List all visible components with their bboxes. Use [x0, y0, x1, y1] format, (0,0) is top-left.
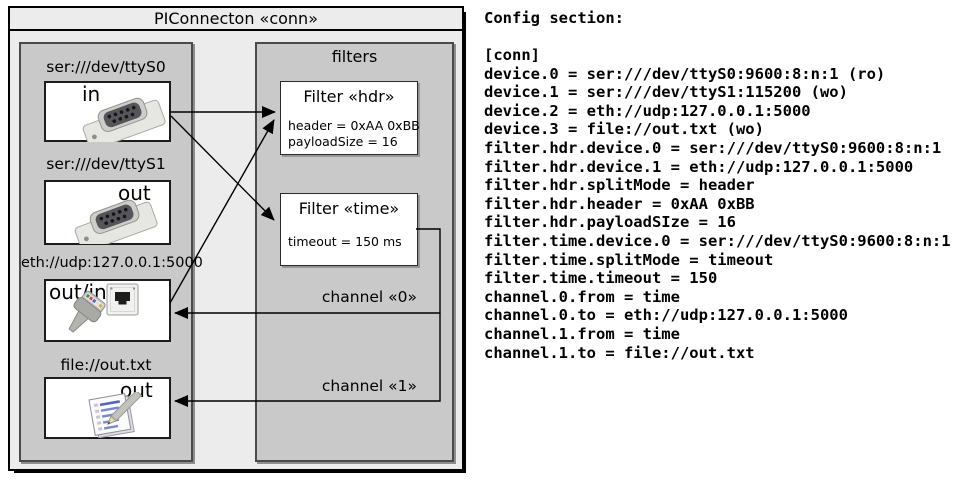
config-line: filter.hdr.device.1 = eth://udp:127.0.0.…: [484, 157, 914, 176]
config-line: filter.time.splitMode = timeout: [484, 250, 774, 269]
pencil-icon: [106, 392, 143, 426]
diagram-title: PIConnecton «conn»: [10, 8, 462, 31]
filter-property: header = 0xAA 0xBB: [288, 118, 420, 133]
ethernet-cable-icon: [68, 290, 106, 333]
channel-0-label: channel «0»: [321, 288, 417, 306]
config-heading: Config section:: [484, 9, 624, 27]
filters-panel-title: filters: [331, 47, 378, 66]
config-line: filter.time.timeout = 150: [484, 269, 718, 288]
config-line: filter.hdr.splitMode = header: [484, 176, 755, 195]
config-line: channel.1.to = file://out.txt: [484, 343, 755, 362]
filter-time-box: Filter «time» timeout = 150 ms: [280, 193, 418, 266]
device-direction: in: [82, 82, 101, 106]
config-line: [conn]: [484, 46, 540, 64]
filter-time-properties: timeout = 150 ms: [288, 234, 402, 250]
device-direction: out: [118, 181, 151, 205]
config-line: channel.0.to = eth://udp:127.0.0.1:5000: [484, 306, 848, 325]
config-line: channel.0.from = time: [484, 287, 680, 306]
device-label-ttys1: ser:///dev/ttyS1: [46, 155, 166, 173]
device-label-file: file://out.txt: [60, 356, 152, 374]
serial-connector-icon: [82, 97, 166, 142]
device-box-eth: out/in: [44, 279, 171, 342]
device-box-file: out: [44, 377, 171, 439]
config-line: channel.1.from = time: [484, 324, 680, 343]
config-section: Config section: [conn]device.0 = ser:///…: [484, 9, 951, 362]
filter-property: payloadSize = 16: [288, 133, 398, 149]
channel-1-label: channel «1»: [321, 377, 417, 395]
config-line: device.0 = ser:///dev/ttyS0:9600:8:n:1 (…: [484, 64, 886, 83]
config-line: device.1 = ser:///dev/ttyS1:115200 (wo): [484, 83, 848, 102]
config-line: filter.hdr.payloadSIze = 16: [484, 213, 736, 232]
filter-property: timeout = 150 ms: [288, 234, 402, 249]
device-direction: out: [120, 378, 153, 402]
device-box-ttys1: out: [44, 180, 171, 245]
filter-hdr-title: Filter «hdr»: [303, 87, 395, 106]
ethernet-jack-icon: [106, 283, 139, 316]
notepad-icon: [88, 392, 143, 438]
serial-connector-icon: [74, 199, 158, 244]
config-line: filter.time.device.0 = ser:///dev/ttyS0:…: [484, 231, 951, 250]
config-line: device.2 = eth://udp:127.0.0.1:5000: [484, 101, 811, 120]
config-spacer: [484, 28, 951, 46]
device-label-eth: eth://udp:127.0.0.1:5000: [21, 255, 203, 271]
config-line: device.3 = file://out.txt (wo): [484, 120, 764, 139]
filter-time-title: Filter «time»: [298, 199, 400, 218]
config-lines: [conn]device.0 = ser:///dev/ttyS0:9600:8…: [484, 46, 951, 362]
device-label-ttys0: ser:///dev/ttyS0: [46, 58, 166, 76]
config-line: filter.hdr.header = 0xAA 0xBB: [484, 194, 755, 213]
config-line: filter.hdr.device.0 = ser:///dev/ttyS0:9…: [484, 138, 942, 157]
devices-panel: ser:///dev/ttyS0 in: [19, 42, 203, 462]
connection-diagram: PIConnecton «conn» ser:///dev/ttyS0 in: [0, 0, 480, 484]
device-box-ttys0: in: [44, 81, 171, 142]
